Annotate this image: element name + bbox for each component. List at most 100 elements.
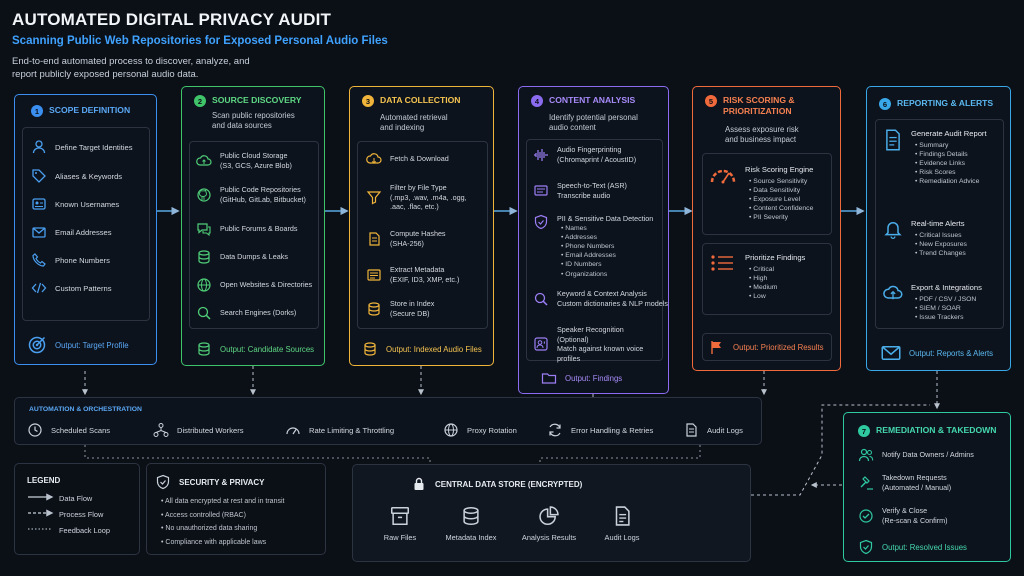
search-icon <box>533 291 549 307</box>
tag-icon <box>31 168 47 184</box>
shield-check-icon <box>858 539 874 555</box>
legend-item-process-flow: Process Flow <box>59 510 104 519</box>
step-number: 3 <box>362 95 374 107</box>
database-icon <box>196 341 212 357</box>
forum-icon <box>196 221 212 237</box>
analysis-subtitle: Identify potential personal audio conten… <box>549 113 638 132</box>
globe-icon <box>196 277 212 293</box>
remediation-item: Takedown Requests(Automated / Manual) <box>858 473 951 492</box>
discovery-item: Search Engines (Dorks) <box>196 305 296 321</box>
discovery-item: Public Code Repositories(GitHub, GitLab,… <box>196 185 306 204</box>
central-data-store-panel: CENTRAL DATA STORE (ENCRYPTED) Raw Files… <box>352 464 751 562</box>
analysis-pii: PII & Sensitive Data Detection Names Add… <box>533 214 653 279</box>
scope-item: Aliases & Keywords <box>31 168 122 184</box>
orchestration-item: Audit Logs <box>683 422 743 438</box>
scope-item: Phone Numbers <box>31 252 110 268</box>
risk-engine: Risk Scoring Engine Source Sensitivity D… <box>709 165 813 223</box>
person-icon <box>31 139 47 155</box>
source-discovery-panel: 2 SOURCE DISCOVERY Scan public repositor… <box>181 86 325 366</box>
phone-icon <box>31 252 47 268</box>
cloud-upload-icon <box>883 283 903 303</box>
orchestration-item: Error Handling & Retries <box>547 422 653 438</box>
discovery-item: Open Websites & Directories <box>196 277 312 293</box>
scope-item: Known Usernames <box>31 196 119 212</box>
orchestration-item: Proxy Rotation <box>443 422 517 438</box>
risk-subtitle: Assess exposure risk and business impact <box>725 125 799 144</box>
reporting-panel: 6 REPORTING & ALERTS Generate Audit Repo… <box>866 86 1011 371</box>
collection-item: Store in Index(Secure DB) <box>366 299 434 318</box>
content-analysis-panel: 4 CONTENT ANALYSIS Identify potential pe… <box>518 86 669 394</box>
step-number: 5 <box>705 95 717 107</box>
priority-list-icon <box>709 253 737 273</box>
speaker-person-icon <box>533 336 549 352</box>
security-header: SECURITY & PRIVACY <box>155 474 265 490</box>
reporting-output: Output: Reports & Alerts <box>881 344 993 362</box>
database-icon <box>460 505 482 527</box>
discovery-item: Data Dumps & Leaks <box>196 249 288 265</box>
discovery-output: Output: Candidate Sources <box>196 341 314 357</box>
reporting-alerts: Real-time Alerts Critical Issues New Exp… <box>883 219 967 258</box>
page-subtitle: Scanning Public Web Repositories for Exp… <box>12 35 388 47</box>
gauge-icon <box>709 165 737 185</box>
scope-item: Email Addresses <box>31 224 112 240</box>
log-document-icon <box>611 505 633 527</box>
discovery-item: Public Forums & Boards <box>196 221 298 237</box>
scope-definition-panel: 1 SCOPE DEFINITION Define Target Identit… <box>14 94 157 365</box>
check-circle-icon <box>858 508 874 524</box>
scope-item: Custom Patterns <box>31 280 112 296</box>
speech-to-text-icon <box>533 183 549 199</box>
cloud-storage-icon <box>196 153 212 169</box>
collection-output: Output: Indexed Audio Files <box>362 341 482 357</box>
discovery-title: SOURCE DISCOVERY <box>212 95 302 105</box>
datastore-item: Raw Files <box>375 505 425 542</box>
network-icon <box>153 422 169 438</box>
collection-subtitle: Automated retrieval and indexing <box>380 113 448 132</box>
envelope-icon <box>881 344 901 362</box>
collection-item: Filter by File Type(.mp3, .wav, .m4a, .o… <box>366 183 482 212</box>
risk-engine-box <box>702 153 832 235</box>
waveform-icon <box>533 147 549 163</box>
step-number: 7 <box>858 425 870 437</box>
database-icon <box>366 301 382 317</box>
remediation-panel: 7 REMEDIATION & TAKEDOWN Notify Data Own… <box>843 412 1011 562</box>
archive-box-icon <box>389 505 411 527</box>
orchestration-item: Scheduled Scans <box>27 422 110 438</box>
page-title: AUTOMATED DIGITAL PRIVACY AUDIT <box>12 10 332 29</box>
discovery-items-box <box>189 141 319 329</box>
clock-icon <box>27 422 43 438</box>
lock-icon <box>411 476 427 492</box>
users-icon <box>858 447 874 463</box>
orchestration-panel: AUTOMATION & ORCHESTRATION Scheduled Sca… <box>14 397 762 445</box>
risk-output: Output: Prioritized Results <box>709 339 824 355</box>
envelope-icon <box>31 224 47 240</box>
collection-item: Fetch & Download <box>366 151 449 167</box>
database-icon <box>362 341 378 357</box>
collection-item: Compute Hashes(SHA-256) <box>366 229 446 248</box>
remediation-item: Notify Data Owners / Admins <box>858 447 974 463</box>
legend-item-data-flow: Data Flow <box>59 494 93 503</box>
document-icon <box>366 231 382 247</box>
github-icon <box>196 187 212 203</box>
target-icon <box>27 335 47 355</box>
shield-check-icon <box>155 474 171 490</box>
collection-item: Extract Metadata(EXIF, ID3, XMP, etc.) <box>366 265 459 284</box>
speedometer-icon <box>285 422 301 438</box>
collection-items-box <box>357 141 488 329</box>
risk-title: RISK SCORING & PRIORITIZATION <box>723 95 795 116</box>
data-collection-panel: 3 DATA COLLECTION Automated retrieval an… <box>349 86 494 366</box>
filter-icon <box>366 189 382 205</box>
remediation-output: Output: Resolved Issues <box>858 539 967 555</box>
bell-icon <box>883 219 903 239</box>
legend-title: LEGEND <box>27 476 61 485</box>
datastore-item: Audit Logs <box>597 505 647 542</box>
analysis-output: Output: Findings <box>541 370 622 386</box>
datastore-header: CENTRAL DATA STORE (ENCRYPTED) <box>411 476 582 492</box>
step-number: 2 <box>194 95 206 107</box>
metadata-icon <box>366 267 382 283</box>
step-number: 4 <box>531 95 543 107</box>
database-icon <box>196 249 212 265</box>
analysis-speaker: Speaker Recognition (Optional)Match agai… <box>533 325 653 363</box>
flag-icon <box>709 339 725 355</box>
